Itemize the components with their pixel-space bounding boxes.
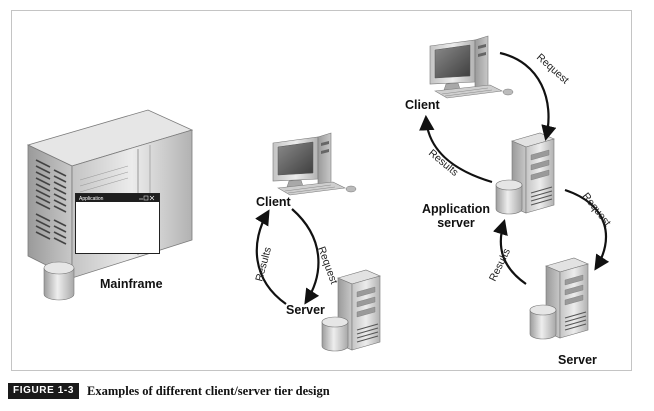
two-tier-results-arrow — [255, 209, 287, 305]
application-window-title: Application — [79, 196, 104, 202]
three-tier-results-bottom-arrow — [493, 219, 527, 285]
mainframe-label: Mainframe — [100, 277, 163, 291]
three-tier-client-label: Client — [405, 98, 441, 112]
application-server-label-line2: server — [437, 216, 475, 230]
figure-number-badge: FIGURE 1-3 — [8, 383, 80, 399]
two-tier-server-label: Server — [286, 303, 325, 317]
three-tier-request-bottom-arrow — [564, 188, 610, 271]
application-server-label-line1: Application — [422, 202, 490, 216]
maximize-icon — [143, 195, 149, 201]
figure-caption-text: Examples of different client/server tier… — [87, 383, 330, 398]
two-tier-request-arrow — [291, 208, 320, 305]
close-icon — [149, 195, 155, 201]
mainframe-storage-cylinder — [43, 261, 75, 301]
figure-caption: FIGURE 1-3 Examples of different client/… — [8, 382, 330, 400]
three-tier-request-top-arrow — [499, 51, 557, 141]
three-tier-server-label: Server — [558, 353, 597, 367]
three-tier-results-top-arrow — [419, 114, 493, 184]
application-window: Application — [75, 193, 160, 254]
two-tier-client-label: Client — [256, 195, 292, 209]
